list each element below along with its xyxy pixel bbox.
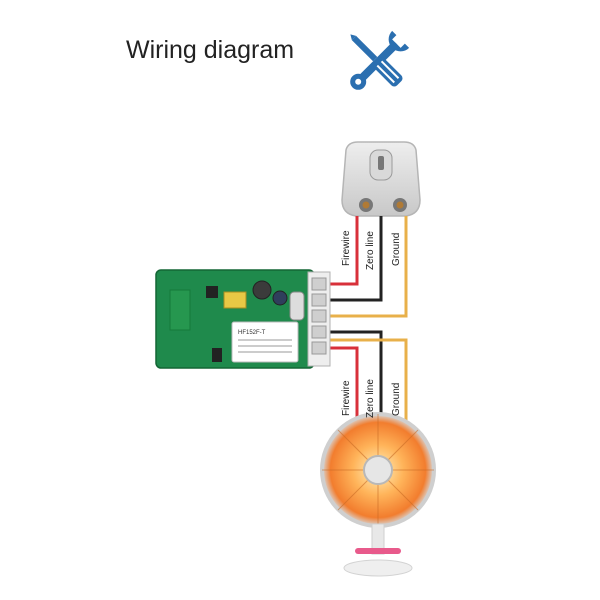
wrench-and-screwdriver-icon: [350, 30, 410, 90]
zero-line-out: [322, 330, 383, 428]
zero-line-in: [322, 216, 383, 302]
firewire-in: [322, 216, 359, 286]
ground-label-bottom: Ground: [391, 382, 402, 416]
input-wires: [322, 216, 408, 318]
ground-in: [322, 216, 408, 318]
output-wires: [322, 330, 408, 432]
space-heater: [320, 412, 436, 577]
relay-model-label: HF152F-T: [238, 330, 266, 336]
zero-line-label-top: Zero line: [365, 231, 376, 270]
ground-label-top: Ground: [391, 232, 402, 266]
firewire-out: [322, 346, 359, 432]
smart-switch-module: HF152F-T: [155, 269, 331, 369]
firewire-label-top: Firewire: [341, 230, 352, 266]
firewire-label-bottom: Firewire: [341, 380, 352, 416]
page-title: Wiring diagram: [126, 36, 295, 64]
zero-line-label-bottom: Zero line: [365, 379, 376, 418]
ground-out: [322, 338, 408, 432]
wall-plug-socket: [341, 141, 421, 217]
